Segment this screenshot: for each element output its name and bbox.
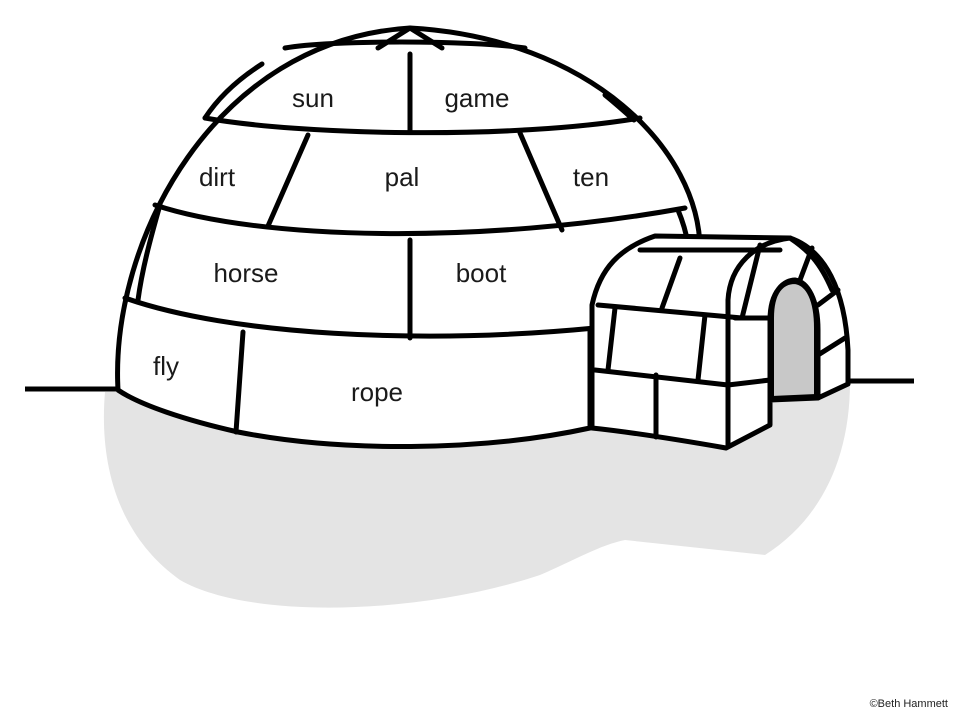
block-word-game: game xyxy=(444,83,509,113)
block-word-fly: fly xyxy=(153,351,179,381)
block-word-pal: pal xyxy=(385,162,420,192)
block-word-horse: horse xyxy=(213,258,278,288)
igloo-dome xyxy=(115,25,703,450)
block-word-rope: rope xyxy=(351,377,403,407)
igloo-doorway xyxy=(770,279,818,401)
block-word-sun: sun xyxy=(292,83,334,113)
block-word-dirt: dirt xyxy=(199,162,236,192)
copyright-notice: ©Beth Hammett xyxy=(869,698,948,710)
block-word-ten: ten xyxy=(573,162,609,192)
block-word-boot: boot xyxy=(456,258,507,288)
